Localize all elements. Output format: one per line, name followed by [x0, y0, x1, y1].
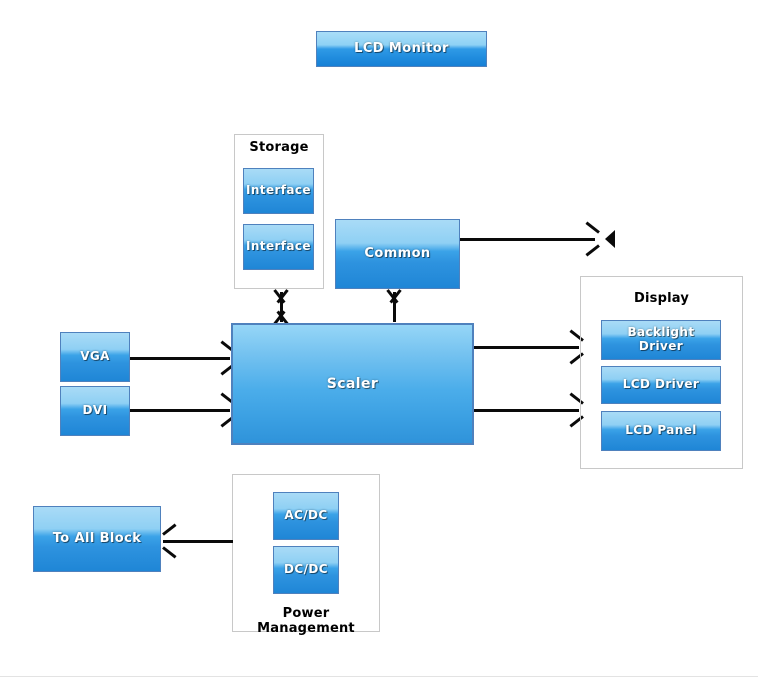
connector-common-to-speaker — [460, 238, 595, 241]
block-lcd-driver-label: LCD Driver — [622, 377, 700, 392]
block-storage-interface-1-label: Interface — [246, 183, 311, 198]
connector-dvi-to-scaler — [130, 409, 230, 412]
block-dc-dc[interactable]: DC/DC — [273, 546, 339, 594]
connector-scaler-to-backlight — [474, 346, 579, 349]
block-common-label: Common — [364, 245, 431, 261]
group-display — [580, 276, 743, 469]
group-power-management — [232, 474, 380, 632]
block-backlight-driver[interactable]: Backlight Driver — [601, 320, 721, 360]
footer-divider — [0, 676, 758, 677]
block-lcd-monitor[interactable]: LCD Monitor — [316, 31, 487, 67]
speaker-icon — [602, 228, 618, 254]
block-storage-interface-2-label: Interface — [246, 239, 311, 254]
block-scaler-label: Scaler — [326, 375, 379, 392]
block-dvi[interactable]: DVI — [60, 386, 130, 436]
group-display-title: Display — [634, 291, 689, 306]
block-common[interactable]: Common — [335, 219, 460, 289]
block-lcd-panel[interactable]: LCD Panel — [601, 411, 721, 451]
group-storage — [234, 134, 324, 289]
group-power-management-title: Power Management — [257, 606, 355, 636]
connector-scaler-to-common — [393, 292, 396, 322]
block-ac-dc[interactable]: AC/DC — [273, 492, 339, 540]
block-to-all-block-label: To All Block — [52, 530, 142, 546]
block-scaler[interactable]: Scaler — [231, 323, 474, 445]
block-storage-interface-1[interactable]: Interface — [243, 168, 314, 214]
connector-power-to-all-block — [163, 540, 233, 543]
connector-scaler-to-lcd-panel — [474, 409, 579, 412]
connector-vga-to-scaler — [130, 357, 230, 360]
block-to-all-block[interactable]: To All Block — [33, 506, 161, 572]
block-lcd-driver[interactable]: LCD Driver — [601, 366, 721, 404]
block-dvi-label: DVI — [82, 403, 108, 418]
block-ac-dc-label: AC/DC — [284, 508, 328, 523]
block-backlight-driver-label: Backlight Driver — [627, 325, 695, 353]
block-dc-dc-label: DC/DC — [284, 562, 328, 577]
block-vga-label: VGA — [80, 349, 110, 364]
connector-storage-scaler — [280, 292, 283, 322]
block-lcd-panel-label: LCD Panel — [625, 423, 697, 438]
block-storage-interface-2[interactable]: Interface — [243, 224, 314, 270]
block-vga[interactable]: VGA — [60, 332, 130, 382]
group-storage-title: Storage — [249, 140, 309, 155]
block-lcd-monitor-label: LCD Monitor — [354, 40, 449, 56]
